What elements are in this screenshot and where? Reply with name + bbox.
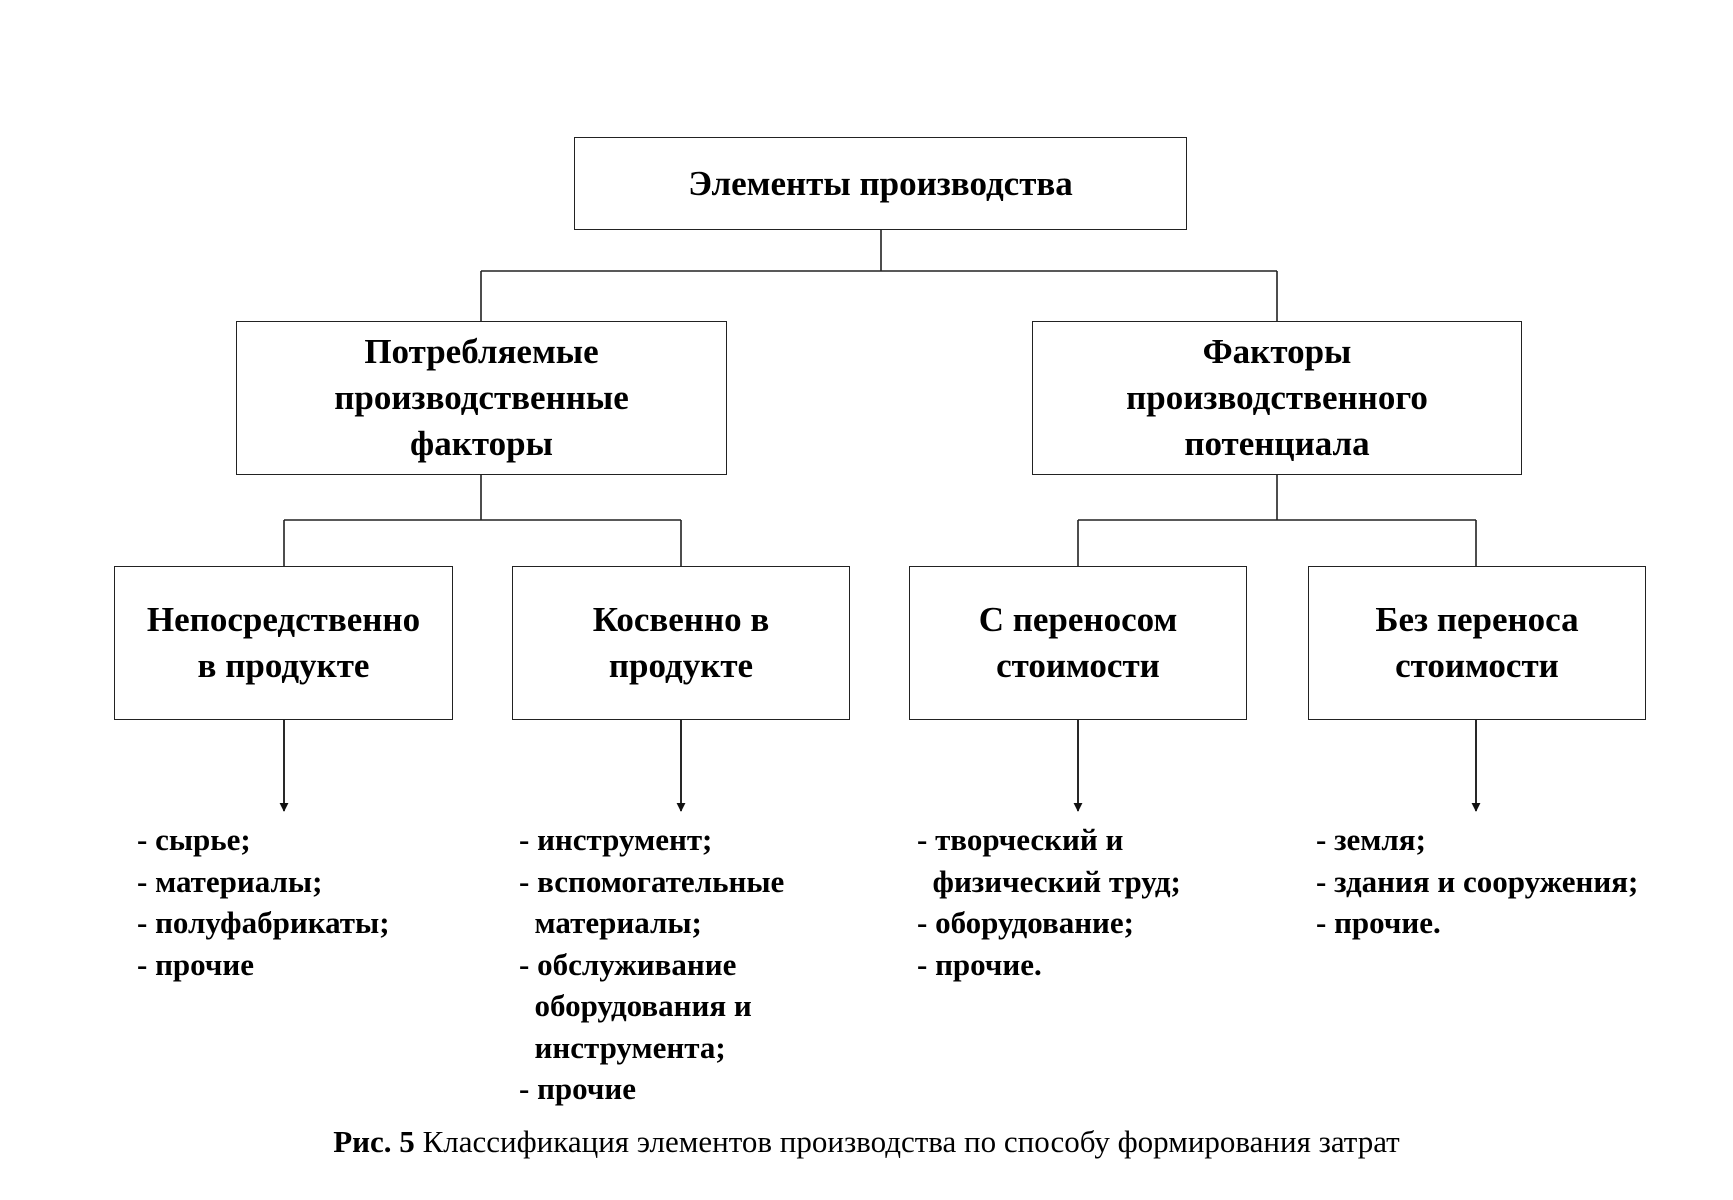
caption-text: Классификация элементов производства по … xyxy=(414,1124,1400,1159)
list-item: - материалы; xyxy=(137,863,323,899)
list-item: - полуфабрикаты; xyxy=(137,905,390,940)
category-box-indirect: Косвенно в продукте xyxy=(512,566,850,720)
list-item: - обслуживание xyxy=(519,946,737,982)
category-box-with-transfer: С переносом стоимости xyxy=(909,566,1247,720)
category-box-direct: Непосредственно в продукте xyxy=(114,566,453,720)
list-item: оборудования и xyxy=(519,988,752,1023)
list-item: - прочие xyxy=(519,1071,636,1106)
list-item: - сырье; xyxy=(137,822,251,857)
root-label: Элементы производства xyxy=(688,163,1073,203)
list-item: материалы; xyxy=(519,905,702,940)
group-label-consumed-factors: Потребляемые производственные факторы xyxy=(334,332,629,463)
category-label-with-transfer: С переносом стоимости xyxy=(978,600,1178,685)
category-label-indirect: Косвенно в продукте xyxy=(592,600,770,685)
list-item: - прочие. xyxy=(1316,905,1441,940)
items-list-with-transfer: - творческий и физический труд; - оборуд… xyxy=(917,819,1181,985)
category-label-direct: Непосредственно в продукте xyxy=(146,600,421,685)
group-box-potential-factors: Факторы производственного потенциала xyxy=(1032,321,1522,475)
figure-caption: Рис. 5 Классификация элементов производс… xyxy=(0,1122,1733,1162)
category-label-without-transfer: Без переноса стоимости xyxy=(1375,600,1579,685)
list-item: - инструмент; xyxy=(519,822,713,857)
items-list-without-transfer: - земля; - здания и сооружения; - прочие… xyxy=(1316,819,1638,944)
list-item: инструмента; xyxy=(519,1029,726,1065)
list-item: - прочие. xyxy=(917,946,1042,982)
group-label-potential-factors: Факторы производственного потенциала xyxy=(1126,332,1428,463)
connector-group-right xyxy=(1077,474,1477,567)
figure-number: Рис. 5 xyxy=(333,1124,415,1159)
items-list-direct: - сырье; - материалы; - полуфабрикаты; -… xyxy=(137,819,390,985)
list-item: - земля; xyxy=(1316,822,1426,857)
connector-root xyxy=(480,229,1278,322)
category-box-without-transfer: Без переноса стоимости xyxy=(1308,566,1646,720)
root-box: Элементы производства xyxy=(574,137,1187,230)
list-item: - прочие xyxy=(137,946,254,982)
group-box-consumed-factors: Потребляемые производственные факторы xyxy=(236,321,727,475)
connector-group-left xyxy=(283,474,682,567)
list-item: физический труд; xyxy=(917,863,1181,899)
items-list-indirect: - инструмент; - вспомогательные материал… xyxy=(519,819,784,1110)
list-item: - вспомогательные xyxy=(519,863,785,899)
list-item: - здания и сооружения; xyxy=(1316,863,1639,899)
list-item: - творческий и xyxy=(917,822,1124,857)
list-item: - оборудование; xyxy=(917,905,1134,940)
